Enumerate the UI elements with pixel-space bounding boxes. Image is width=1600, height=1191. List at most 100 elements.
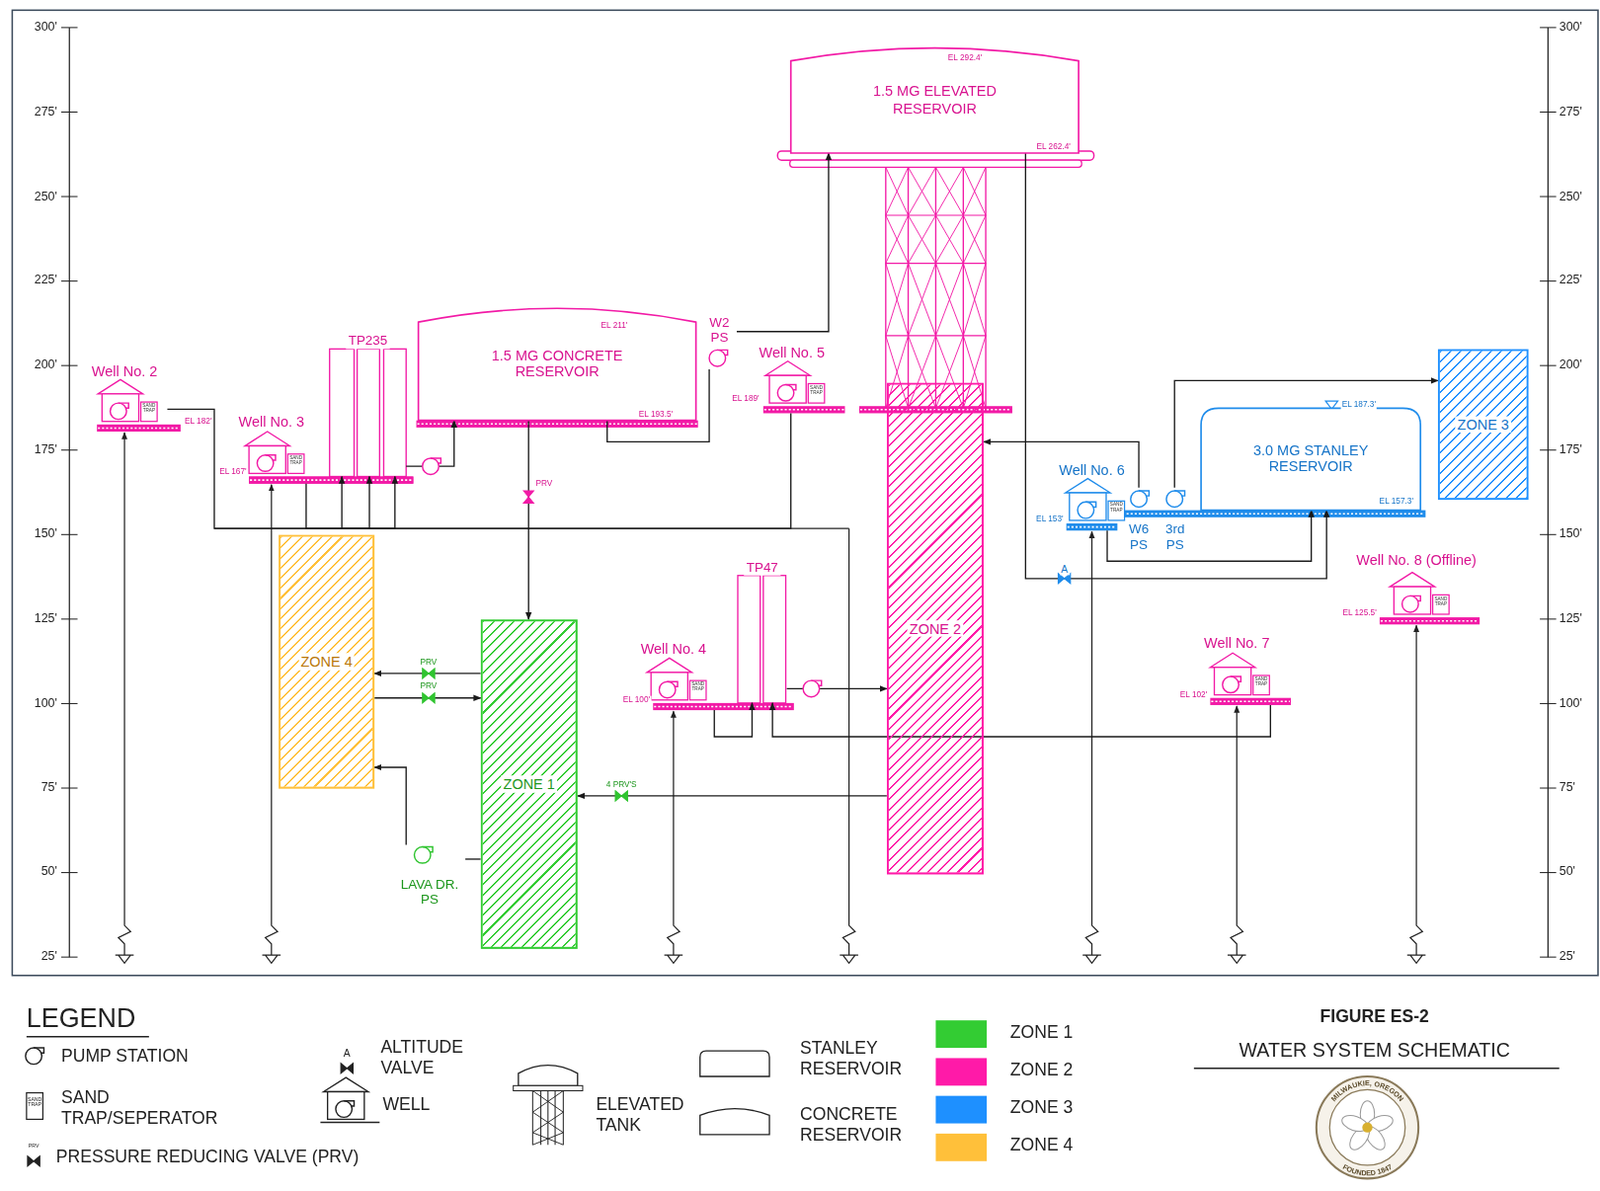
pump-outlet (343, 1101, 354, 1107)
elevation-label: EL 187.3' (1341, 400, 1377, 410)
pad (1066, 523, 1119, 531)
sand-trap (689, 680, 707, 701)
pad-dots (249, 479, 412, 481)
well-casing (842, 528, 855, 956)
well-house (248, 446, 286, 475)
legend-underline (26, 1036, 150, 1039)
node-text: ZONE 2 (907, 620, 963, 638)
axis-label: 250' (34, 189, 58, 204)
axis-tick (1539, 787, 1557, 789)
reservoir-node: 1.5 MG ELEVATED RESERVOIR (791, 45, 1079, 153)
seal-text-path: MILWAUKIE, OREGON (1329, 1078, 1407, 1104)
node-text: TP235 (346, 333, 391, 349)
node-text: Well No. 7 (1203, 635, 1270, 652)
pipe-connector (374, 767, 406, 846)
node-text: LAVA DR. PS (394, 878, 466, 909)
tank-icon-brace (532, 1090, 563, 1145)
axis-tick (61, 534, 79, 536)
valve-symbol (422, 693, 435, 704)
concrete-icon (700, 1109, 770, 1135)
tower-brace (908, 263, 937, 336)
reservoir-shape (791, 48, 1079, 154)
well-roof (646, 657, 692, 672)
symbol-text: SAND TRAP (26, 1097, 44, 1108)
tower-leg (984, 166, 986, 408)
elevation-label: EL 157.3' (1378, 497, 1415, 507)
pump-outlet (810, 680, 821, 686)
well-casing (667, 711, 680, 956)
node-text: Well No. 6 (1058, 462, 1124, 480)
well-roof (765, 361, 810, 376)
axis-tick (1539, 280, 1557, 282)
valve-label: PRV (418, 657, 438, 667)
node-text: ZONE 1 (501, 776, 558, 794)
symbol-text: A (343, 1047, 351, 1059)
legend-text: CONCRETE RESERVOIR (800, 1105, 913, 1147)
treatment-tower (383, 348, 406, 477)
tank-icon (518, 1065, 578, 1087)
well-roof (1065, 479, 1111, 493)
pump-symbol (335, 1101, 353, 1119)
axis-tick (61, 703, 79, 705)
axis-label: 150' (34, 527, 58, 542)
tower-brace (962, 263, 986, 336)
node-text: ZONE 4 (298, 653, 354, 671)
reservoir-shape (1200, 407, 1421, 510)
axis-label: 100' (1559, 696, 1583, 711)
symbol-text: SAND TRAP (689, 682, 707, 692)
tower-brace (885, 263, 909, 336)
tower-leg (884, 166, 886, 408)
pump-outlet (33, 1047, 44, 1053)
well-house (1069, 492, 1107, 521)
node-text: 1.5 MG CONCRETE RESERVOIR (473, 346, 641, 380)
pump-symbol (1166, 490, 1184, 508)
well-roof (323, 1077, 369, 1092)
axis-tick (61, 111, 79, 113)
axis-label: 75' (1559, 781, 1576, 796)
node-text: Well No. 5 (759, 343, 825, 361)
axis-tick (61, 365, 79, 367)
axis-tick (1539, 618, 1557, 620)
tower-leg (962, 166, 964, 408)
valve-symbol (615, 791, 628, 801)
tank-icon-leg (532, 1090, 534, 1145)
pipe-connector (528, 420, 530, 620)
symbol-text: SAND TRAP (1433, 596, 1450, 606)
well-house (769, 375, 806, 403)
ground-symbol (262, 955, 282, 963)
axis-line (1547, 27, 1549, 958)
tower-brace (935, 215, 963, 264)
axis-label: 150' (1559, 527, 1583, 542)
ground-symbol (1407, 955, 1427, 963)
node-text: Well No. 4 (640, 640, 707, 658)
valve-symbol (523, 490, 534, 503)
pump-outlet (1230, 676, 1241, 682)
pump-symbol (1402, 595, 1420, 613)
axis-label: 25' (41, 950, 58, 964)
pipe-connector (736, 153, 829, 332)
axis-label: 125' (34, 612, 58, 627)
axis-label: 300' (1559, 20, 1583, 35)
station-node: LAVA DR. PS (394, 844, 466, 908)
treatment-tower (357, 348, 381, 477)
axis-label: 175' (1559, 442, 1583, 457)
station-node: W2 PS (702, 315, 737, 370)
figure-caption: WATER SYSTEM SCHEMATIC (1238, 1040, 1510, 1063)
axis-tick (1539, 957, 1557, 959)
axis-label: 25' (1559, 950, 1576, 964)
node-text: W2 PS (702, 315, 737, 346)
sand-trap (287, 454, 305, 475)
elevation-label: EL 125.5' (1341, 609, 1377, 619)
axis-label: 200' (34, 358, 58, 373)
sand-trap (807, 383, 825, 403)
elevation-label: EL 262.4' (1035, 143, 1071, 153)
axis-tick (1539, 872, 1557, 874)
seal-text: MILWAUKIE, OREGON (1329, 1078, 1407, 1104)
axis-tick (61, 618, 79, 620)
node-text: 3.0 MG STANLEY RESERVOIR (1234, 441, 1388, 475)
pipe-connector (714, 703, 752, 737)
node-text: 3rd PS (1162, 522, 1189, 554)
legend-text: PUMP STATION (61, 1046, 189, 1066)
node-text: Well No. 8 (Offline) (1356, 552, 1477, 569)
